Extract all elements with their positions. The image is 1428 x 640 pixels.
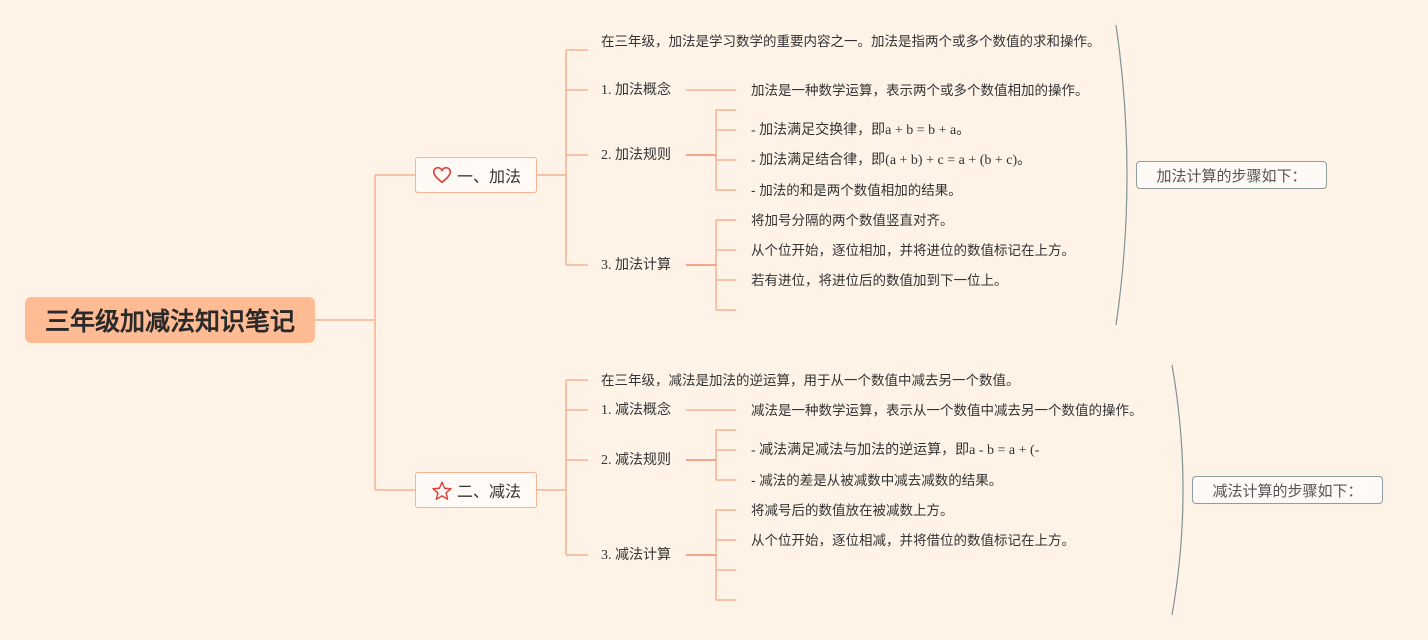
root-title: 三年级加减法知识笔记 [44, 308, 295, 336]
heart-icon [431, 164, 453, 186]
addition-intro: 在三年级，加法是学习数学的重要内容之一。加法是指两个或多个数值的求和操作。 [601, 34, 1101, 49]
addition-summary[interactable]: 加法计算的步骤如下： [1136, 161, 1327, 189]
star-icon [431, 479, 453, 501]
subtraction-concept-text: 减法是一种数学运算，表示从一个数值中减去另一个数值的操作。 [751, 403, 1143, 418]
addition-calc-step-1: 将加号分隔的两个数值竖直对齐。 [751, 213, 954, 228]
branch-subtraction-label: 二、减法 [456, 484, 521, 501]
branch-addition[interactable]: 一、加法 [415, 157, 537, 193]
subtraction-intro: 在三年级，减法是加法的逆运算，用于从一个数值中减去另一个数值。 [601, 373, 1020, 388]
branch-subtraction[interactable]: 二、减法 [415, 472, 537, 508]
addition-concept-label[interactable]: 1. 加法概念 [601, 83, 671, 98]
addition-calc-label[interactable]: 3. 加法计算 [601, 258, 671, 273]
subtraction-calc-step-2: 从个位开始，逐位相减，并将借位的数值标记在上方。 [751, 533, 1075, 548]
addition-rule-3: - 加法的和是两个数值相加的结果。 [751, 183, 962, 198]
subtraction-summary[interactable]: 减法计算的步骤如下： [1192, 476, 1383, 504]
subtraction-concept-label[interactable]: 1. 减法概念 [601, 403, 671, 418]
subtraction-rules-label[interactable]: 2. 减法规则 [601, 453, 671, 468]
addition-calc-step-2: 从个位开始，逐位相加，并将进位的数值标记在上方。 [751, 243, 1075, 258]
root-topic[interactable]: 三年级加减法知识笔记 [25, 297, 315, 343]
addition-concept-text: 加法是一种数学运算，表示两个或多个数值相加的操作。 [751, 83, 1089, 98]
addition-calc-step-3: 若有进位，将进位后的数值加到下一位上。 [751, 273, 1008, 288]
subtraction-calc-label[interactable]: 3. 减法计算 [601, 548, 671, 563]
addition-rules-label[interactable]: 2. 加法规则 [601, 148, 671, 163]
subtraction-rule-1: - 减法满足减法与加法的逆运算，即a - b = a + (- [751, 443, 1040, 458]
addition-rule-2: - 加法满足结合律，即(a + b) + c = a + (b + c)。 [751, 153, 1032, 168]
subtraction-calc-step-1: 将减号后的数值放在被减数上方。 [751, 503, 954, 518]
branch-addition-label: 一、加法 [456, 169, 521, 186]
addition-rule-1: - 加法满足交换律，即a + b = b + a。 [751, 123, 971, 138]
subtraction-rule-2: - 减法的差是从被减数中减去减数的结果。 [751, 473, 1003, 488]
